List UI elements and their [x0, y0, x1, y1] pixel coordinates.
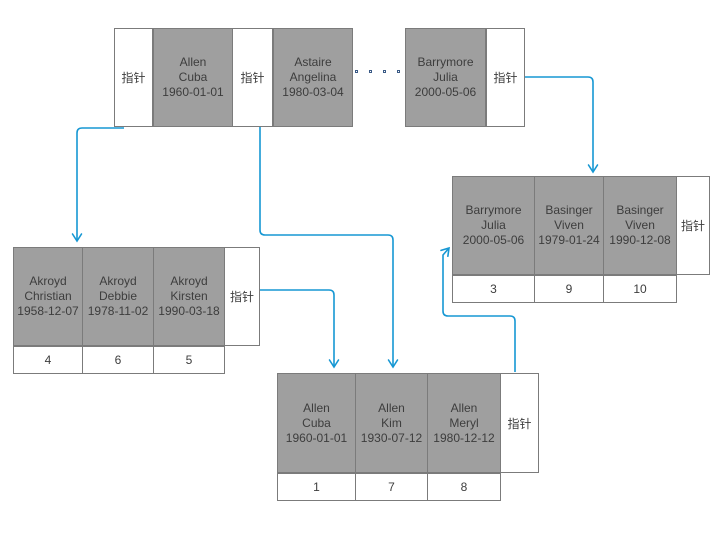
key-surname: Allen — [179, 55, 207, 69]
key-surname: Akroyd — [99, 274, 137, 288]
leaf-allen-cell-2: Allen Meryl 1980-12-12 — [427, 373, 501, 473]
leaf-barrymore-cell-2: Basinger Viven 1990-12-08 — [603, 176, 677, 275]
leaf-allen-value-1: 7 — [355, 473, 428, 501]
root-pointer-cell-1: 指针 — [232, 28, 273, 127]
leaf-akroyd-cell-1: Akroyd Debbie 1978-11-02 — [82, 247, 154, 346]
pointer-label: 指针 — [507, 416, 532, 431]
leaf-akroyd-pointer-cell: 指针 — [224, 247, 260, 346]
key-date: 1980-03-04 — [282, 85, 344, 99]
arrow-akroyd-pointer-to-allen-leaf — [260, 289, 340, 369]
leaf-allen-cell-1: Allen Kim 1930-07-12 — [355, 373, 428, 473]
leaf-allen-value-0: 1 — [277, 473, 356, 501]
key-surname: Barrymore — [465, 203, 522, 217]
key-date: 1930-07-12 — [360, 430, 423, 445]
key-date: 1990-03-18 — [158, 304, 220, 318]
ellipsis-dot — [355, 70, 358, 73]
root-key-cell-allen: Allen Cuba 1960-01-01 — [153, 28, 233, 127]
key-surname: Allen — [450, 400, 478, 415]
root-pointer-cell-0: 指针 — [114, 28, 153, 127]
key-given-name: Debbie — [98, 289, 138, 303]
pointer-label: 指针 — [680, 219, 705, 233]
leaf-barrymore-pointer-cell: 指针 — [676, 176, 710, 275]
key-date: 1978-11-02 — [87, 304, 149, 318]
key-surname: Basinger — [616, 203, 664, 217]
pointer-label: 指针 — [240, 71, 265, 85]
key-given-name: Viven — [625, 218, 655, 232]
key-date: 1990-12-08 — [609, 233, 671, 247]
leaf-barrymore-cell-0: Barrymore Julia 2000-05-06 — [452, 176, 535, 275]
pointer-label: 指针 — [493, 71, 518, 85]
key-given-name: Cuba — [178, 70, 208, 84]
arrow-root-pointer2-to-barrymore-leaf — [525, 76, 599, 174]
key-surname: Akroyd — [29, 274, 67, 288]
key-surname: Basinger — [545, 203, 593, 217]
leaf-allen-value-2: 8 — [427, 473, 501, 501]
key-given-name: Kirsten — [170, 289, 208, 303]
key-date: 2000-05-06 — [462, 233, 525, 247]
pointer-label: 指针 — [121, 71, 146, 85]
key-surname: Allen — [378, 400, 405, 415]
leaf-barrymore-cell-1: Basinger Viven 1979-01-24 — [534, 176, 604, 275]
root-pointer-cell-2: 指针 — [486, 28, 525, 127]
key-given-name: Cuba — [302, 415, 331, 430]
leaf-akroyd-cell-2: Akroyd Kirsten 1990-03-18 — [153, 247, 225, 346]
key-given-name: Viven — [554, 218, 584, 232]
leaf-akroyd-value-1: 6 — [82, 346, 154, 374]
leaf-barrymore-value-1: 9 — [534, 275, 604, 303]
root-key-cell-barrymore: Barrymore Julia 2000-05-06 — [405, 28, 486, 127]
arrow-root-pointer1-to-allen-leaf — [259, 127, 399, 369]
ellipsis-dot — [383, 70, 386, 73]
leaf-allen-pointer-cell: 指针 — [500, 373, 539, 473]
key-given-name: Kim — [381, 415, 402, 430]
leaf-barrymore-value-2: 10 — [603, 275, 677, 303]
key-surname: Akroyd — [170, 274, 208, 288]
key-date: 1980-12-12 — [433, 430, 495, 445]
key-date: 2000-05-06 — [414, 85, 477, 99]
key-date: 1960-01-01 — [285, 430, 348, 445]
key-surname: Allen — [303, 400, 330, 415]
key-date: 1958-12-07 — [17, 304, 79, 318]
pointer-label: 指针 — [229, 290, 254, 304]
key-given-name: Christian — [24, 289, 72, 303]
leaf-allen-cell-0: Allen Cuba 1960-01-01 — [277, 373, 356, 473]
ellipsis-dot — [369, 70, 372, 73]
leaf-akroyd-value-2: 5 — [153, 346, 225, 374]
ellipsis-dot — [397, 70, 400, 73]
key-given-name: Meryl — [449, 415, 479, 430]
leaf-akroyd-cell-0: Akroyd Christian 1958-12-07 — [13, 247, 83, 346]
leaf-barrymore-value-0: 3 — [452, 275, 535, 303]
key-given-name: Julia — [433, 70, 458, 84]
key-date: 1979-01-24 — [538, 233, 600, 247]
arrow-root-pointer0-to-akroyd-leaf — [71, 127, 124, 243]
leaf-akroyd-value-0: 4 — [13, 346, 83, 374]
key-surname: Barrymore — [417, 55, 474, 69]
root-key-cell-astaire: Astaire Angelina 1980-03-04 — [273, 28, 353, 127]
key-given-name: Angelina — [289, 70, 337, 84]
key-date: 1960-01-01 — [162, 85, 224, 99]
key-given-name: Julia — [481, 218, 506, 232]
key-surname: Astaire — [294, 55, 332, 69]
